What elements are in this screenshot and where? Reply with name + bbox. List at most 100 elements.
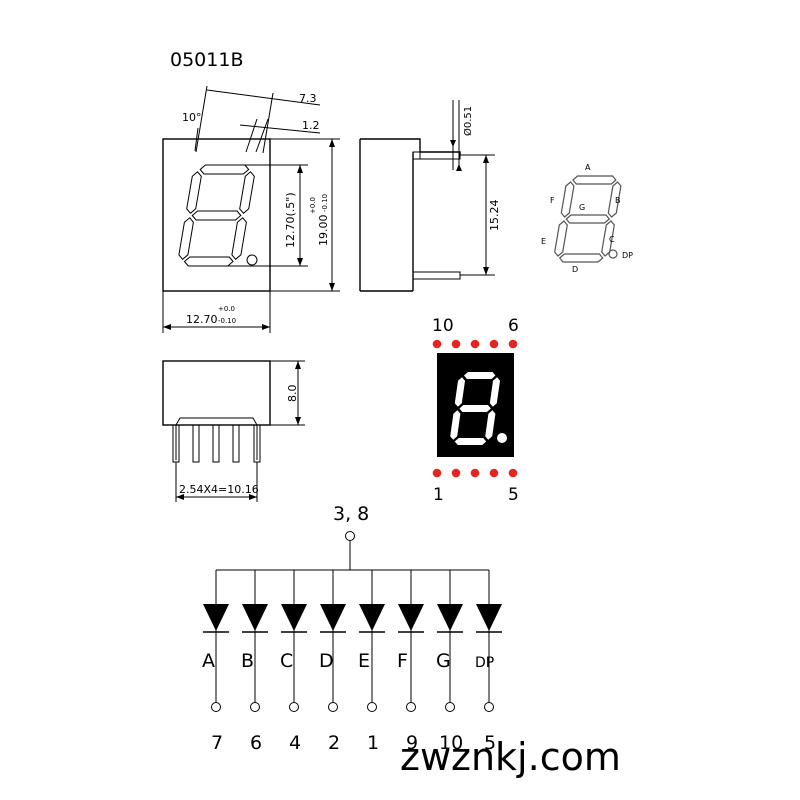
legend-label-c: C — [609, 235, 615, 244]
bottom-view-body — [162, 360, 271, 426]
pinout-label-top-right: 6 — [508, 316, 519, 336]
body-width-value: 12.70 — [186, 313, 218, 326]
body-height-value: 19.00 — [317, 215, 330, 247]
front-segment-g — [191, 210, 242, 221]
digit-height-arrow-bottom — [297, 258, 303, 266]
front-segment-d — [183, 256, 234, 267]
diode-c — [281, 604, 307, 631]
pinout-digit — [450, 372, 500, 445]
common-pin-label: 3, 8 — [333, 503, 369, 525]
depth-arrow-top — [295, 361, 301, 369]
bottom-view-pins — [172, 417, 261, 463]
legend-label-f: F — [550, 196, 555, 205]
pin-terminal-g — [445, 702, 455, 712]
diode-g — [437, 604, 463, 631]
segment-label-b: B — [241, 650, 254, 672]
pinout-label-bottom-right: 5 — [508, 485, 519, 505]
legend-label-d: D — [572, 265, 578, 274]
front-view-decimal-point — [246, 254, 258, 266]
legend-decimal-point — [608, 249, 618, 259]
front-segment-e — [178, 217, 194, 261]
pin-number-dp: 5 — [484, 732, 496, 754]
width-top-dim-line — [206, 89, 321, 106]
segment-label-dp: DP — [475, 655, 494, 671]
bottom-view-lead-4 — [232, 424, 240, 463]
bottom-view-lead-2 — [192, 424, 200, 463]
pin-terminal-f — [406, 702, 416, 712]
watermark: zwznkj.com — [400, 735, 621, 779]
diode-a — [203, 604, 229, 631]
segment-width-dim-line — [239, 124, 321, 134]
pinout-segment-g — [459, 405, 491, 412]
bottom-pin-dot-4 — [489, 468, 499, 478]
digit-height-label: 12.70(.5") — [284, 192, 297, 248]
pin-terminal-e — [367, 702, 377, 712]
pin-pitch-label: 2.54X4=10.16 — [179, 483, 259, 496]
segment-legend: A B C D E F G DP — [541, 163, 633, 274]
pitch-arrow-left — [176, 494, 184, 500]
pin-number-a: 7 — [211, 732, 223, 754]
front-segment-a — [199, 164, 250, 175]
part-number: 05011B — [170, 49, 243, 71]
angle-label: 10° — [182, 111, 202, 124]
pinout-label-bottom-left: 1 — [433, 485, 444, 505]
front-segment-c — [231, 217, 247, 261]
legend-segment-e — [554, 220, 568, 257]
pinout-segment-c — [485, 410, 496, 440]
side-height-arrow-bottom — [483, 267, 489, 275]
pinout-bottom-pins — [432, 468, 518, 478]
body-height-tol-minus: -0.10 — [321, 194, 329, 212]
legend-label-a: A — [585, 163, 591, 172]
legend-segment-d — [558, 253, 604, 263]
pinout-label-top-left: 10 — [432, 316, 454, 336]
pinout: 10 6 1 5 — [432, 316, 519, 505]
front-view-digit — [178, 164, 255, 267]
top-pin-dot-4 — [489, 339, 499, 349]
legend-segment-f — [560, 181, 575, 218]
bottom-pin-dot-1 — [432, 468, 442, 478]
pin-diameter-arrow-left — [450, 140, 456, 147]
segment-label-a: A — [202, 650, 215, 672]
body-height-arrow-top — [329, 139, 335, 147]
pinout-segment-f — [454, 377, 465, 407]
pinout-segment-a — [464, 372, 496, 379]
pinout-top-pins — [432, 339, 518, 349]
legend-label-b: B — [615, 196, 621, 205]
pin-diameter-label: Ø0.51 — [462, 106, 474, 136]
bottom-view: 8.0 2.54X4=10.16 — [162, 360, 305, 502]
pinout-segment-b — [489, 377, 500, 407]
segment-leader-2 — [255, 118, 269, 153]
digit-height-arrow-top — [297, 165, 303, 173]
side-height-label: 15.24 — [488, 200, 501, 232]
legend-segment-g — [565, 214, 611, 224]
front-segment-b — [239, 171, 255, 215]
pinout-segment-d — [454, 438, 487, 445]
pinout-decimal-point — [497, 433, 507, 443]
body-height-tol-plus: +0.0 — [309, 197, 317, 214]
segment-label-d: D — [319, 650, 334, 672]
pin-number-b: 6 — [250, 732, 262, 754]
body-width-arrow-left — [163, 324, 171, 330]
pin-number-c: 4 — [289, 732, 301, 754]
body-width-tol-minus: -0.10 — [218, 317, 236, 325]
width-leader — [262, 92, 274, 154]
diode-e — [359, 604, 385, 631]
pin-terminal-dp — [484, 702, 494, 712]
body-height-arrow-bottom — [329, 283, 335, 291]
side-view-top-edge — [360, 138, 461, 155]
segment-width-label: 1.2 — [302, 119, 320, 132]
pin-number-f: 9 — [406, 732, 418, 754]
legend-label-dp: DP — [622, 251, 633, 260]
legend-segment-c — [601, 220, 615, 257]
diode-dp — [476, 604, 502, 631]
pin-terminal-b — [250, 702, 260, 712]
top-pin-dot-3 — [470, 339, 480, 349]
body-width-tol-plus: +0.0 — [218, 305, 235, 313]
diode-f — [398, 604, 424, 631]
diode-d — [320, 604, 346, 631]
segment-label-f: F — [397, 650, 408, 672]
legend-label-g: G — [579, 203, 585, 212]
